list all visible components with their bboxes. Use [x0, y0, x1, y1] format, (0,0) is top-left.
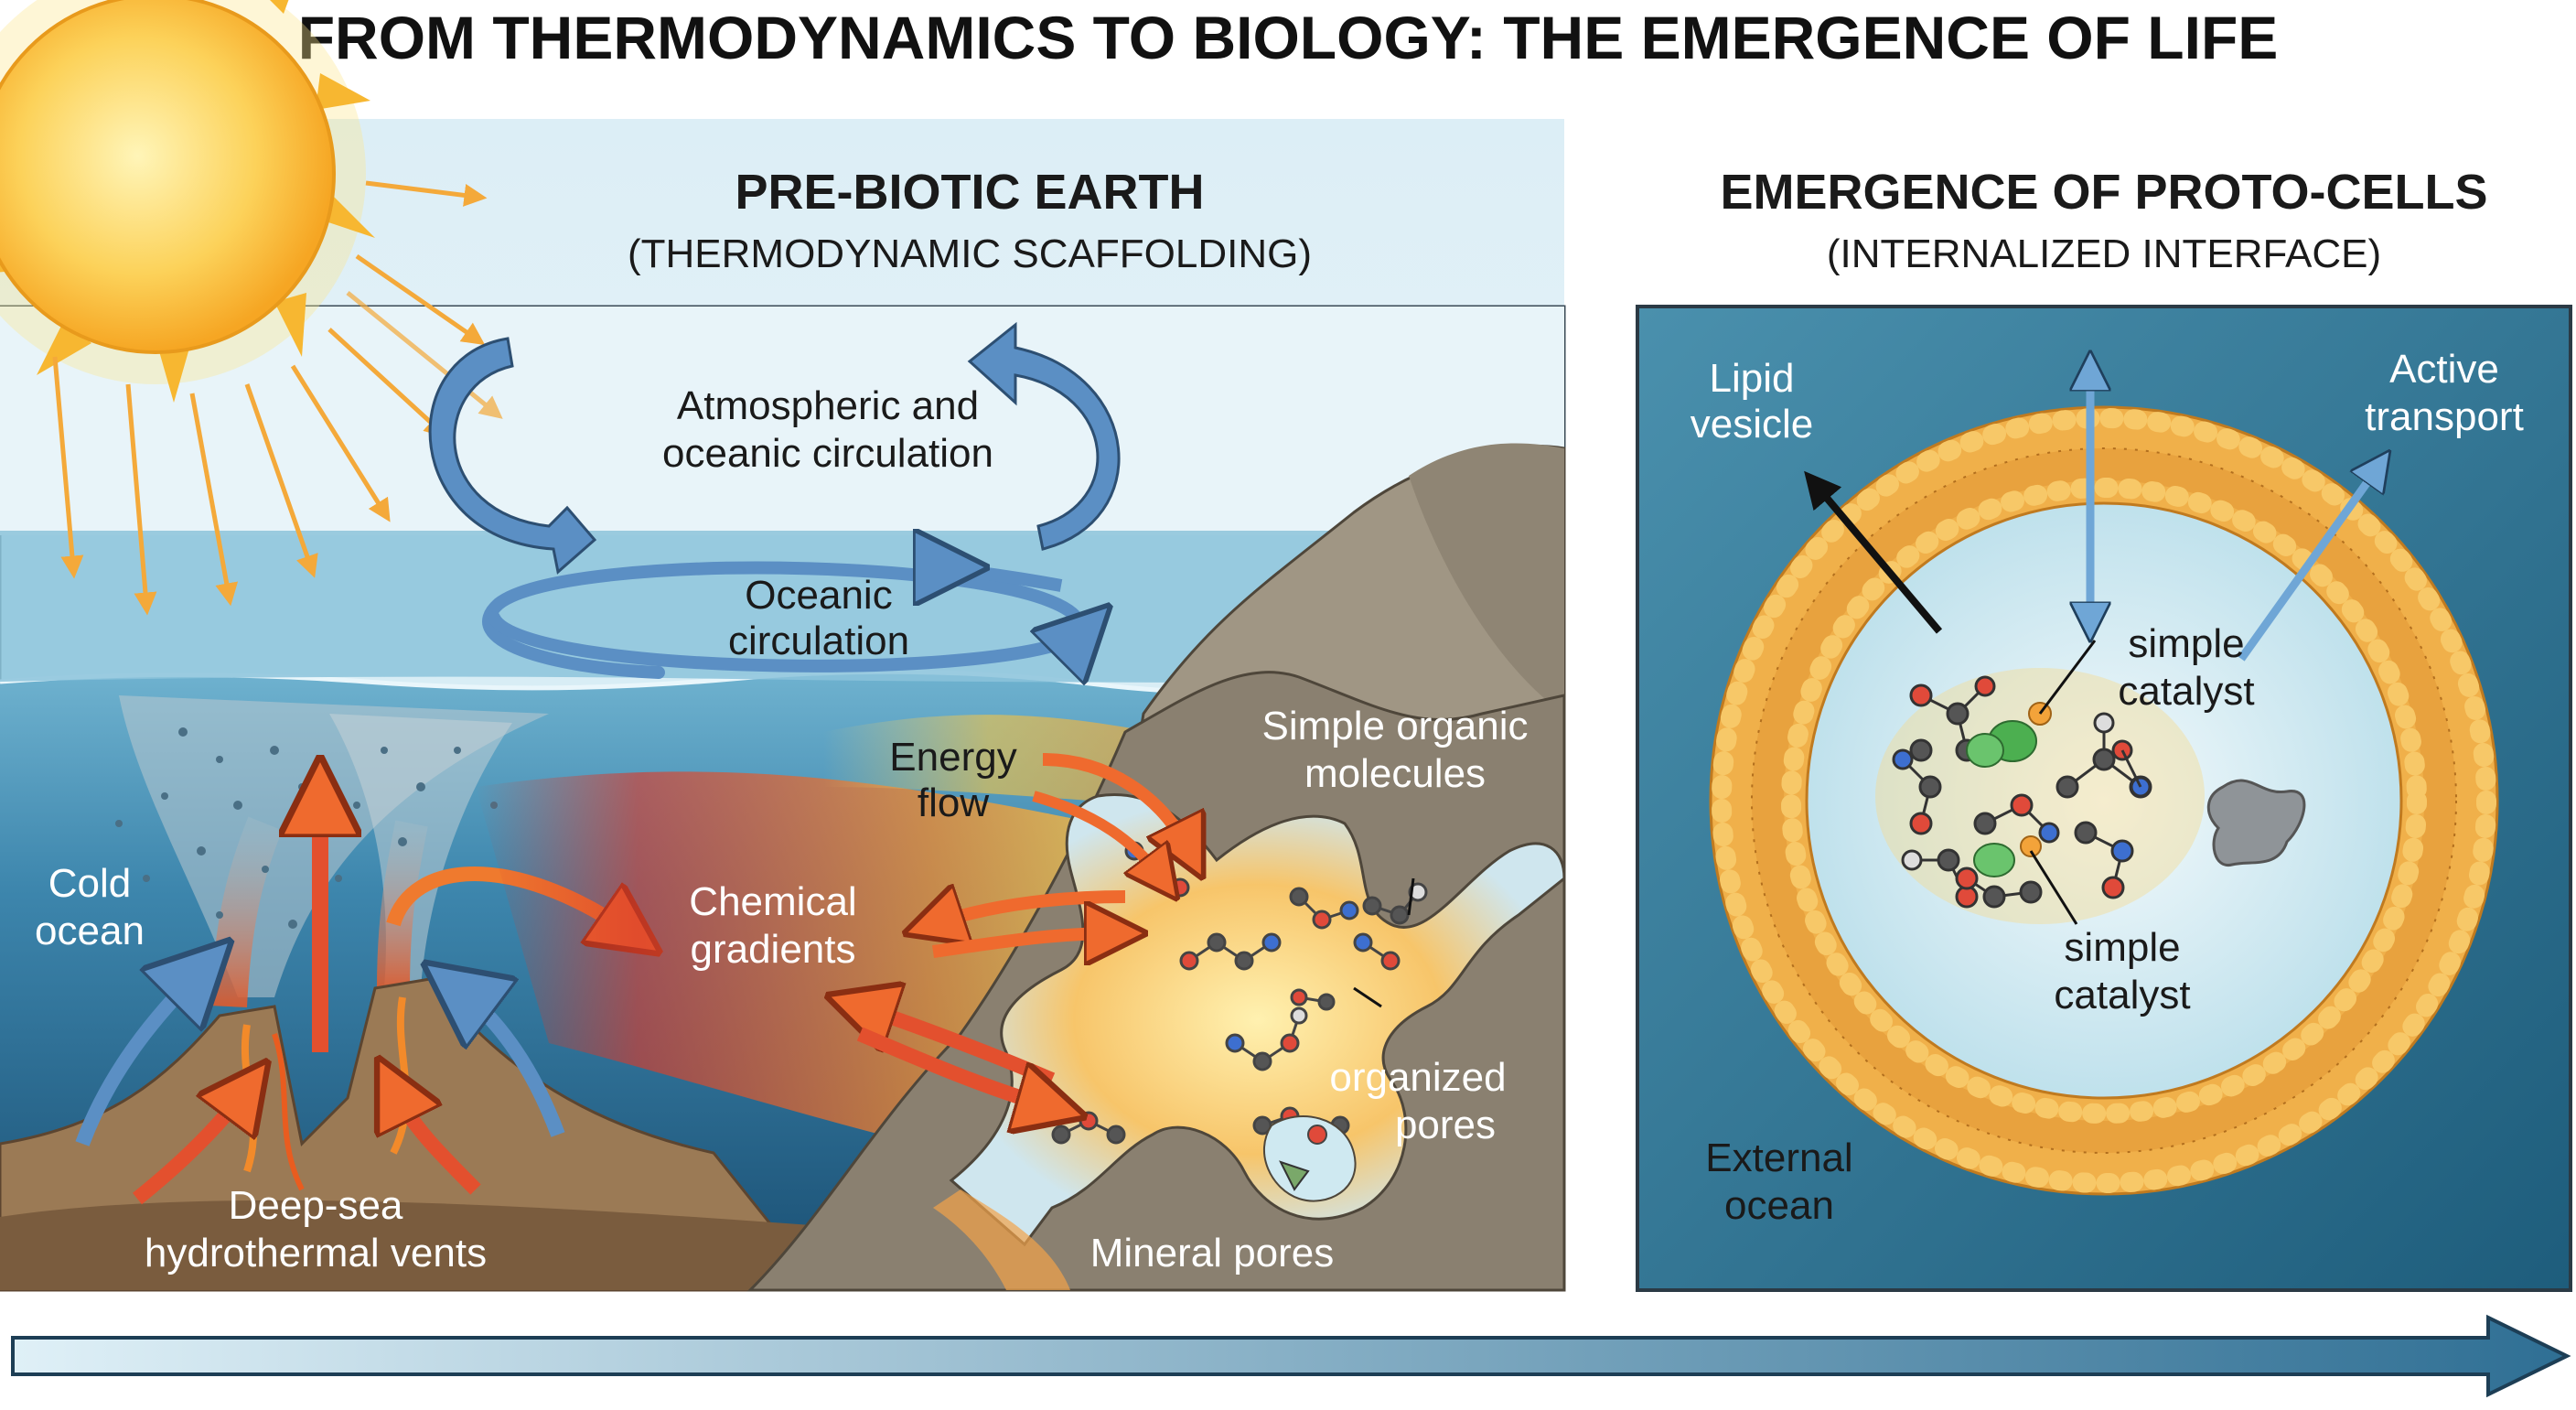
cold-ocean-label-line2: ocean	[35, 909, 145, 953]
organic-molecules-label-line2: molecules	[1304, 751, 1486, 796]
vents-label-line1: Deep-sea	[229, 1183, 403, 1228]
organized-pores-label-line2: pores	[1395, 1103, 1496, 1147]
lipid-vesicle	[1709, 405, 2499, 1196]
sun-icon	[0, 0, 375, 403]
vent-plumes	[115, 695, 549, 1008]
proto-cell-panel: EMERGENCE OF PROTO-CELLS (INTERNALIZED I…	[1636, 165, 2572, 1292]
oceanic-label-line2: circulation	[728, 619, 909, 663]
chemical-gradients-label-line2: gradients	[690, 927, 855, 972]
chemical-gradients-label-line1: Chemical	[689, 879, 856, 924]
energy-flow-label-line1: Energy	[889, 735, 1016, 780]
external-ocean-label-line1: External	[1705, 1136, 1852, 1180]
prebiotic-earth-panel: PRE-BIOTIC EARTH (THERMODYNAMIC SCAFFOLD…	[0, 0, 1566, 1292]
catalyst-label-2-line1: simple	[2064, 925, 2180, 970]
left-panel-heading: PRE-BIOTIC EARTH	[735, 165, 1205, 220]
main-title: FROM THERMODYNAMICS TO BIOLOGY: THE EMER…	[298, 4, 2279, 71]
lipid-vesicle-label-line2: vesicle	[1690, 402, 1814, 447]
convection-arrows	[75, 796, 631, 1205]
right-panel-heading: EMERGENCE OF PROTO-CELLS	[1720, 165, 2487, 220]
oceanic-circulation-arrows	[482, 567, 1084, 673]
catalyst-label-1-line2: catalyst	[2118, 669, 2254, 714]
atmospheric-circulation-arrows	[428, 321, 1121, 575]
energy-flow-band	[823, 715, 1153, 805]
mineral-pores-label: Mineral pores	[1090, 1231, 1335, 1275]
active-transport-label-line2: transport	[2365, 394, 2524, 439]
cold-ocean-label-line1: Cold	[48, 861, 132, 906]
timeline-arrow	[11, 1314, 2571, 1398]
oceanic-label-line1: Oceanic	[745, 573, 892, 618]
active-transport-arrow	[2238, 467, 2378, 662]
energy-flow-label-line2: flow	[918, 780, 989, 825]
catalyst-label-2-line2: catalyst	[2054, 973, 2190, 1017]
atmospheric-label-line2: oceanic circulation	[662, 431, 993, 476]
catalyst-molecules	[1892, 675, 2152, 909]
catalyst-blobs	[1966, 702, 2052, 877]
left-panel-subheading: (THERMODYNAMIC SCAFFOLDING)	[628, 231, 1312, 276]
pore-gradient-arrows	[860, 753, 1189, 1107]
catalyst-pointer-2	[2029, 850, 2078, 925]
vents-label-line2: hydrothermal vents	[145, 1231, 487, 1275]
organic-molecules-label-line1: Simple organic	[1261, 704, 1528, 748]
external-ocean-label-line2: ocean	[1724, 1183, 1834, 1228]
sunlight-rays	[52, 180, 503, 616]
catalyst-pointer-1	[2038, 640, 2097, 715]
atmospheric-label-line1: Atmospheric and	[677, 383, 979, 428]
right-panel-subheading: (INTERNALIZED INTERFACE)	[1827, 231, 2381, 276]
lipid-vesicle-label-line1: Lipid	[1710, 356, 1795, 401]
active-transport-label-line1: Active	[2389, 347, 2499, 392]
catalyst-label-1-line1: simple	[2128, 621, 2244, 666]
lipid-vesicle-arrow	[1804, 470, 1943, 634]
organized-pores-label-line1: organized	[1329, 1055, 1506, 1100]
protein-blob	[2206, 779, 2306, 866]
